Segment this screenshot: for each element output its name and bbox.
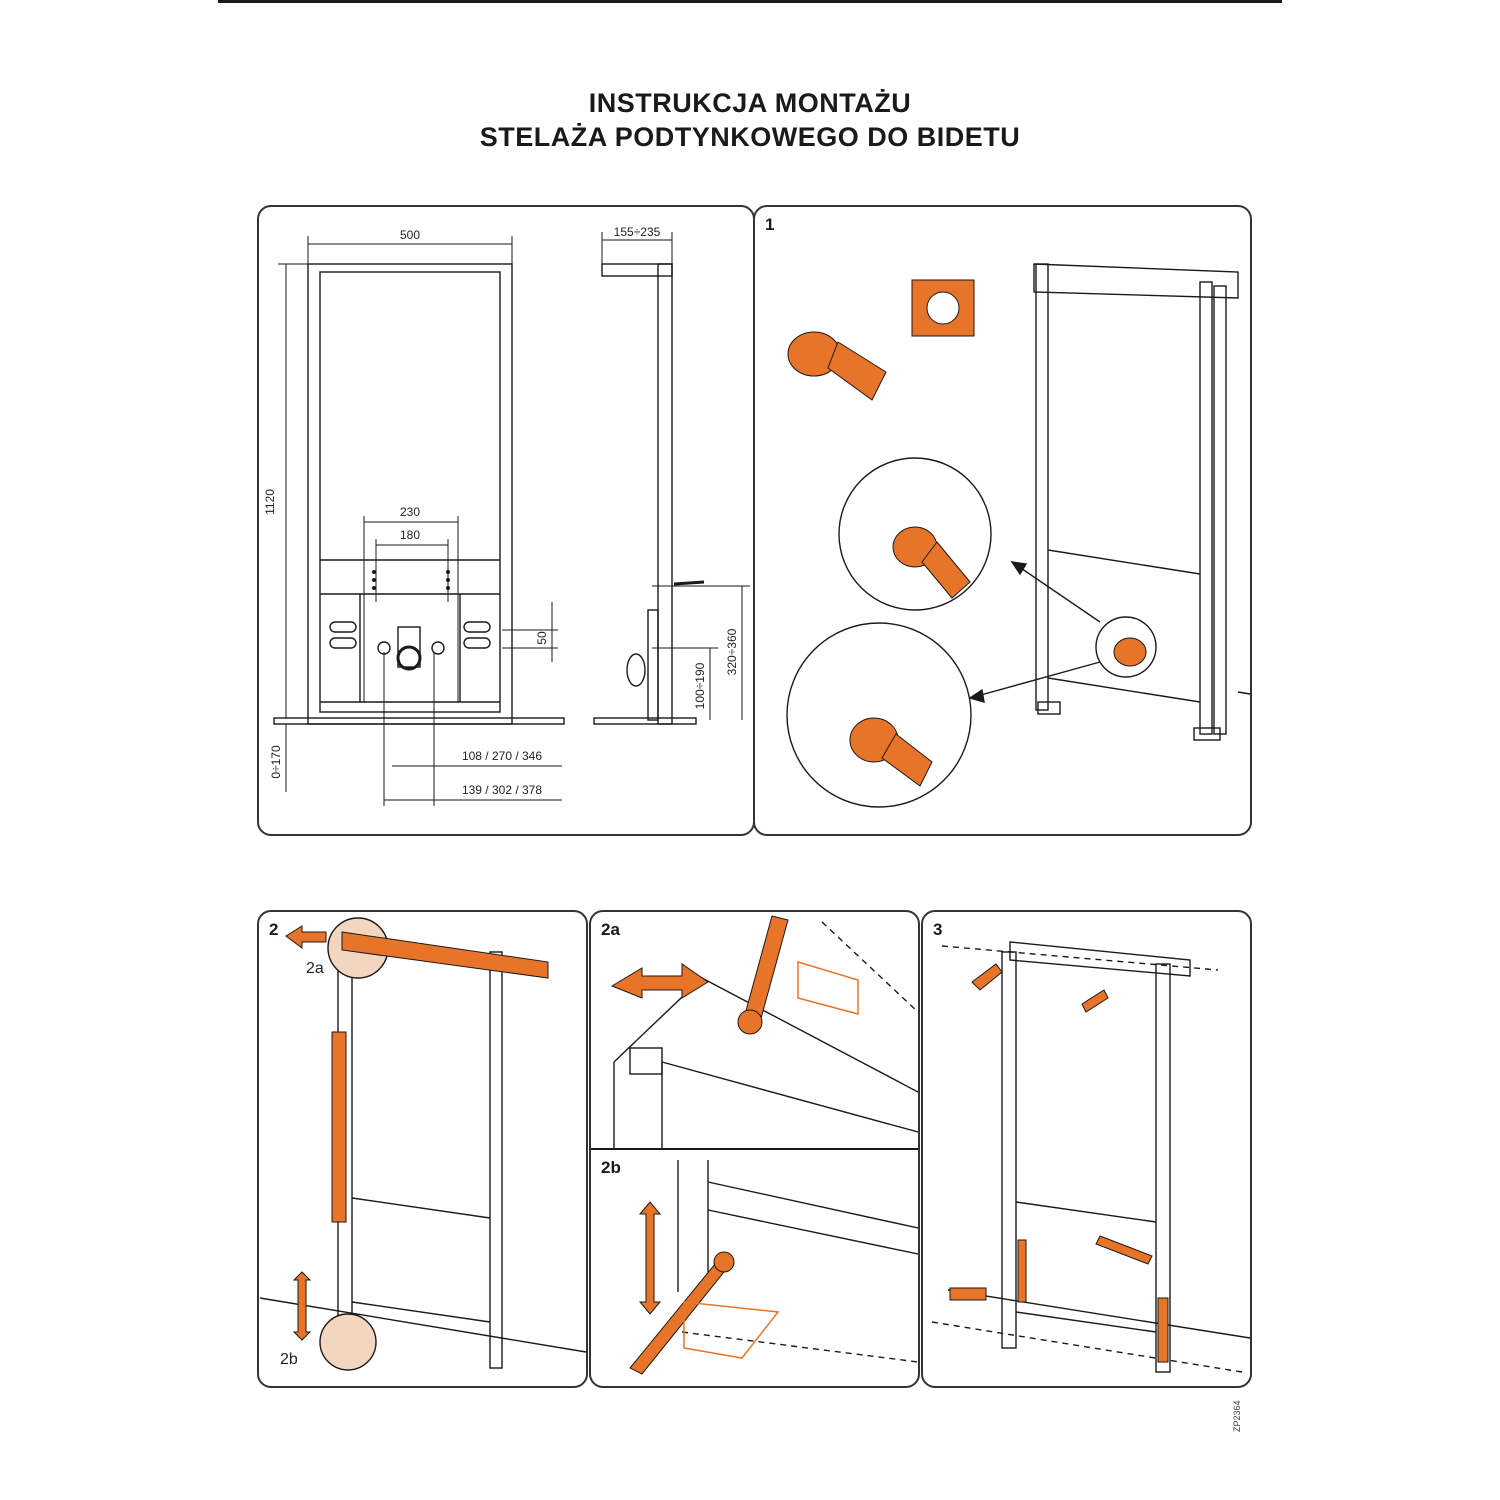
title-line-1: INSTRUKCJA MONTAŻU xyxy=(588,88,912,118)
dim-320-360: 320÷360 xyxy=(725,628,739,675)
dim-0-170: 0÷170 xyxy=(269,745,283,779)
step-1-label: 1 xyxy=(765,215,775,234)
dim-row2: 139 / 302 / 378 xyxy=(462,783,542,797)
title-line-2: STELAŻA PODTYNKOWEGO DO BIDETU xyxy=(479,122,1021,152)
panel-step-2: 2 2a 2b xyxy=(257,910,588,1388)
dim-width: 500 xyxy=(400,228,420,242)
document-code: ZP2364 xyxy=(1232,1400,1242,1432)
step-3-illustration xyxy=(931,941,1250,1373)
step-1-illustration xyxy=(786,263,1250,808)
step-2-label: 2 xyxy=(269,920,279,939)
step-3-label: 3 xyxy=(933,920,943,939)
dim-row1: 108 / 270 / 346 xyxy=(462,749,542,763)
panel-step-2a-2b: 2a 2b xyxy=(589,910,920,1388)
dim-50: 50 xyxy=(535,631,549,645)
dimension-drawing: 500 155÷235 1120 230 180 50 320÷360 100÷… xyxy=(263,225,750,806)
panel-step-3: 3 xyxy=(921,910,1252,1388)
step-2-illustration: 2a 2b xyxy=(259,917,586,1371)
step-2a-marker: 2a xyxy=(306,960,324,977)
step-2b-marker: 2b xyxy=(280,1351,298,1368)
panel-dimensions: 500 155÷235 1120 230 180 50 320÷360 100÷… xyxy=(257,205,755,836)
dim-height: 1120 xyxy=(263,489,277,515)
dim-100-190: 100÷190 xyxy=(693,662,707,709)
top-rule xyxy=(218,0,1282,3)
dim-230: 230 xyxy=(400,505,420,519)
step-2a-2b-illustration xyxy=(591,915,918,1375)
dim-depth: 155÷235 xyxy=(614,225,661,239)
panel-step-1: 1 xyxy=(753,205,1252,836)
dim-180: 180 xyxy=(400,528,420,542)
step-2b-label: 2b xyxy=(601,1158,621,1177)
step-2a-label: 2a xyxy=(601,920,620,939)
